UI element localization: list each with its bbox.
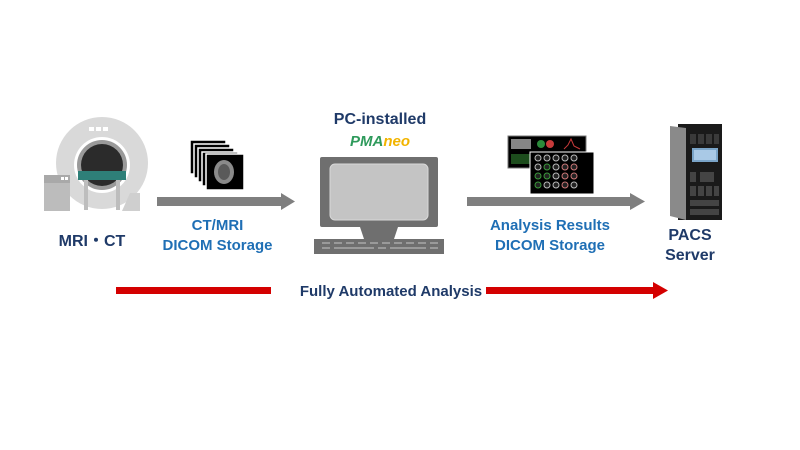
desktop-computer-icon [314, 157, 444, 254]
pc-title: PC-installed [333, 111, 427, 128]
results-label-line1: Analysis Results [489, 217, 611, 234]
red-flow-arrow [116, 282, 668, 299]
dicom-in-label-line2: DICOM Storage [162, 237, 273, 254]
dicom-in-label-line1: CT/MRI [191, 217, 244, 234]
server-rack-icon [670, 124, 722, 220]
gray-arrow-1 [157, 193, 295, 210]
results-label-line2: DICOM Storage [494, 237, 605, 254]
mri-ct-scanner-icon [44, 117, 148, 211]
dicom-image-stack-icon [189, 139, 245, 191]
pacs-label-line2: Server [665, 247, 715, 264]
product-name-part2: neo [383, 133, 410, 150]
gray-arrow-2 [467, 193, 645, 210]
pacs-label-line1: PACS [668, 227, 712, 244]
analysis-results-screens-icon [507, 135, 595, 195]
product-name-part1: PMA [349, 133, 384, 150]
flow-label: Fully Automated Analysis [299, 283, 483, 300]
scanner-label: MRI・CT [58, 233, 126, 250]
product-name: PMAneo [320, 132, 440, 152]
